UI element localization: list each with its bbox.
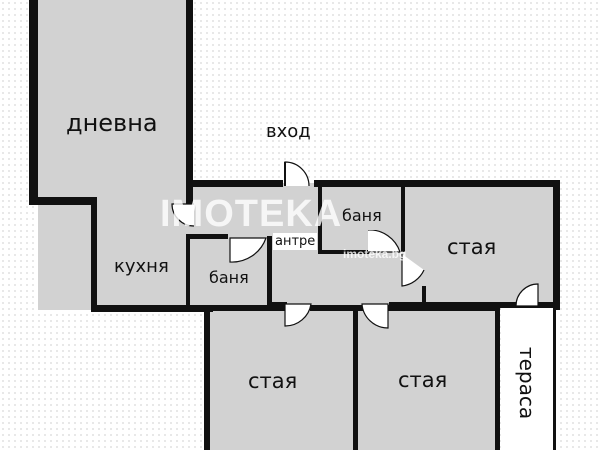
wall bbox=[204, 306, 210, 450]
wall bbox=[500, 306, 556, 308]
wall bbox=[389, 302, 516, 307]
room-label-bath: баня bbox=[342, 206, 382, 225]
wall bbox=[422, 286, 426, 308]
room-label-terrace: тераса bbox=[515, 346, 539, 420]
room-label-kitchen: кухня bbox=[114, 256, 169, 277]
door-swing-icon bbox=[368, 230, 401, 253]
room-label-bath: баня bbox=[209, 268, 249, 287]
wall bbox=[386, 305, 500, 311]
wall bbox=[553, 180, 560, 310]
wall bbox=[318, 186, 322, 254]
room-label-room: стая bbox=[447, 235, 497, 259]
room-label-room: стая bbox=[248, 369, 298, 393]
door-swing-icon bbox=[284, 161, 310, 187]
wall bbox=[495, 306, 500, 450]
wall bbox=[553, 306, 556, 450]
room-label-hall: антре bbox=[273, 233, 318, 250]
terrace-fill bbox=[501, 306, 554, 450]
wall bbox=[314, 180, 560, 187]
wall bbox=[204, 305, 286, 311]
wall bbox=[272, 302, 287, 307]
wall bbox=[401, 186, 405, 252]
door-swing-icon bbox=[229, 237, 267, 263]
wall bbox=[186, 236, 190, 306]
door-swing-icon bbox=[284, 303, 312, 327]
door-swing-icon bbox=[515, 283, 539, 307]
door-swing-icon bbox=[171, 203, 195, 227]
wall bbox=[186, 234, 228, 239]
room-label-entry: вход bbox=[266, 121, 311, 142]
room-label-room: стая bbox=[398, 368, 448, 392]
watermark-url: imoteka.bg bbox=[343, 247, 407, 261]
wall bbox=[310, 305, 363, 311]
wall bbox=[186, 180, 283, 187]
door-swing-icon bbox=[401, 254, 425, 287]
wall bbox=[353, 306, 358, 450]
wall bbox=[186, 0, 193, 205]
door-swing-icon bbox=[361, 303, 389, 329]
wall bbox=[536, 302, 560, 307]
room-label-living: дневна bbox=[66, 109, 158, 137]
wall bbox=[91, 305, 213, 312]
wall bbox=[318, 250, 370, 254]
wall bbox=[267, 236, 272, 306]
wall bbox=[29, 197, 97, 205]
wall bbox=[91, 197, 97, 312]
wall bbox=[29, 0, 38, 205]
watermark-logo: IMOTEKA bbox=[160, 193, 343, 235]
